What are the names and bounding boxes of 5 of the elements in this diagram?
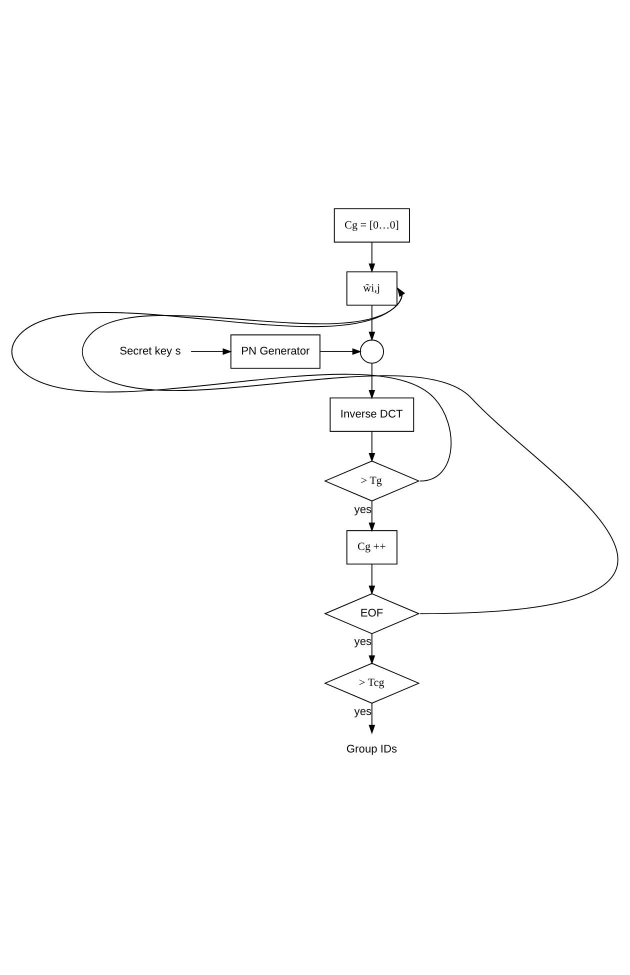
edge-label: yes xyxy=(354,504,372,516)
edge-label: yes xyxy=(354,636,372,648)
node-text: Secret key s xyxy=(120,345,181,358)
edge-label: yes xyxy=(354,706,372,718)
node-text: Group IDs xyxy=(346,743,398,756)
